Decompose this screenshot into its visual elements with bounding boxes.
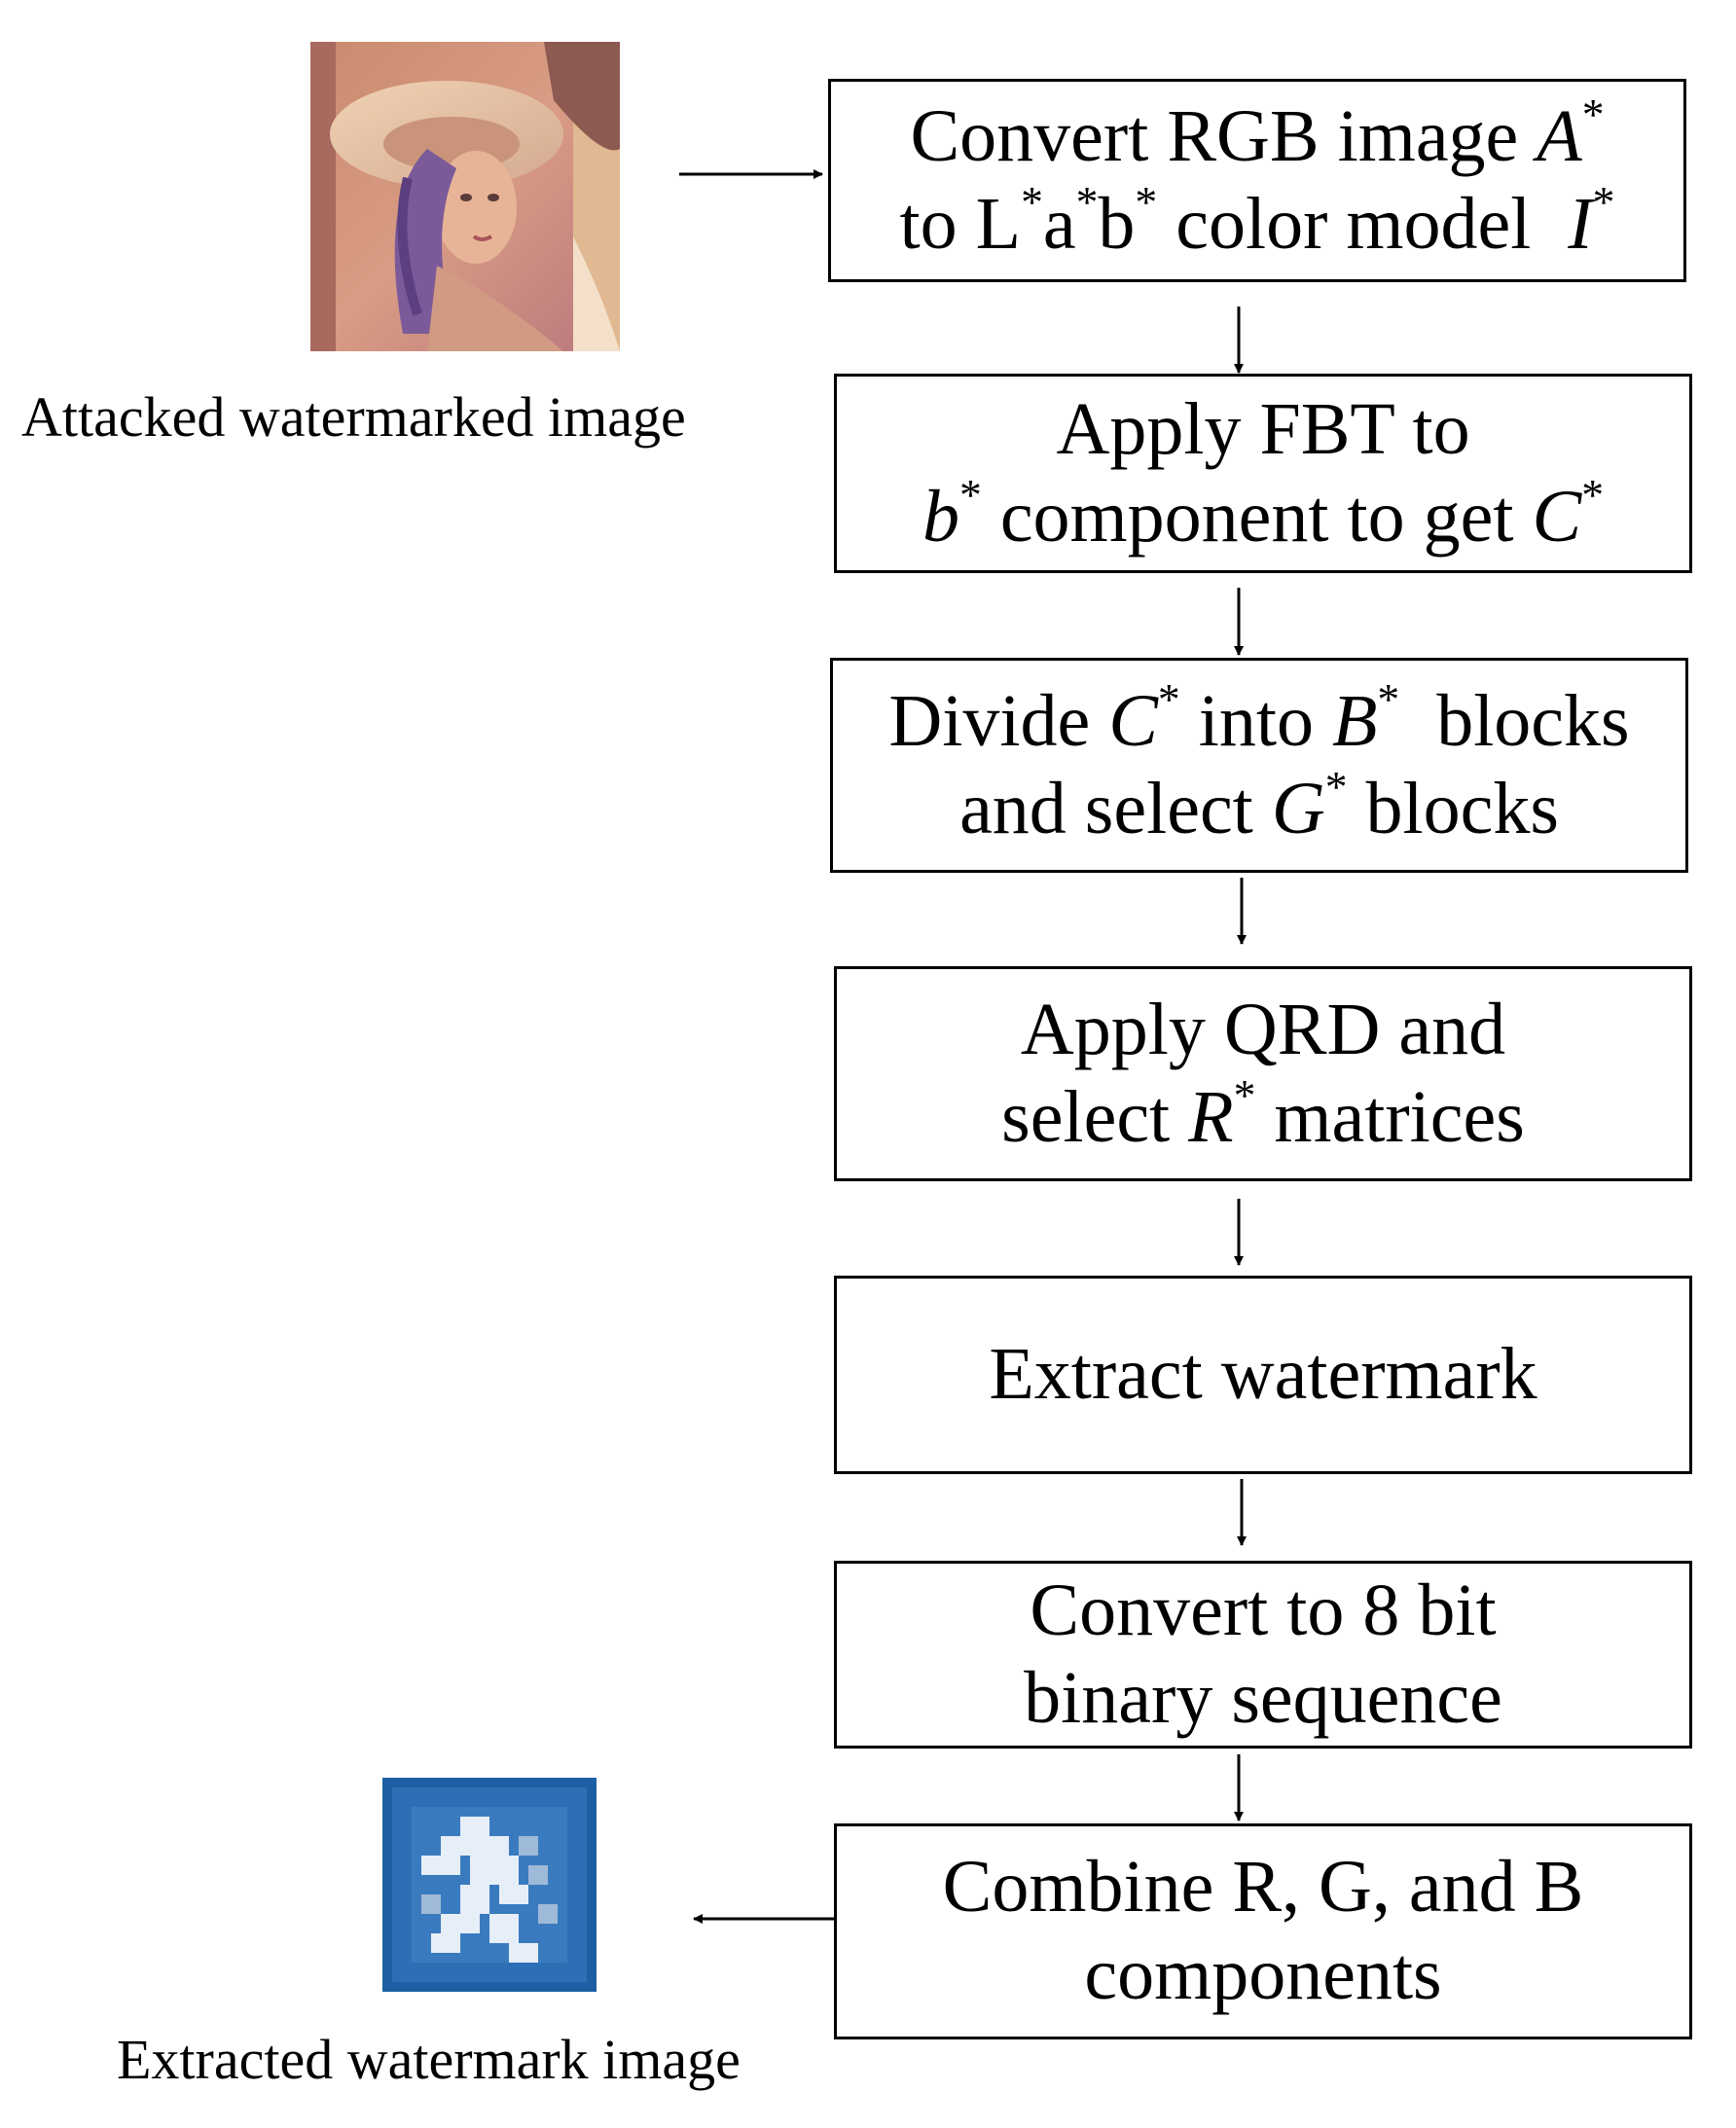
input-image-caption: Attacked watermarked image: [21, 385, 686, 449]
attacked-watermarked-image: [310, 42, 620, 351]
step-apply-qrd: Apply QRD and select R* matrices: [834, 966, 1692, 1181]
output-image-caption: Extracted watermark image: [117, 2028, 741, 2091]
step-extract-watermark: Extract watermark: [834, 1276, 1692, 1474]
step-apply-fbt: Apply FBT to b* component to get C*: [834, 374, 1692, 573]
step-combine-rgb: Combine R, G, and B components: [834, 1823, 1692, 2039]
step-convert-binary: Convert to 8 bit binary sequence: [834, 1561, 1692, 1749]
step-divide-blocks: Divide C* into B* blocks and select G* b…: [830, 658, 1688, 873]
step-convert-to-lab: Convert RGB image A* to L*a*b* color mod…: [828, 79, 1686, 282]
extracted-watermark-image: [382, 1778, 597, 1992]
